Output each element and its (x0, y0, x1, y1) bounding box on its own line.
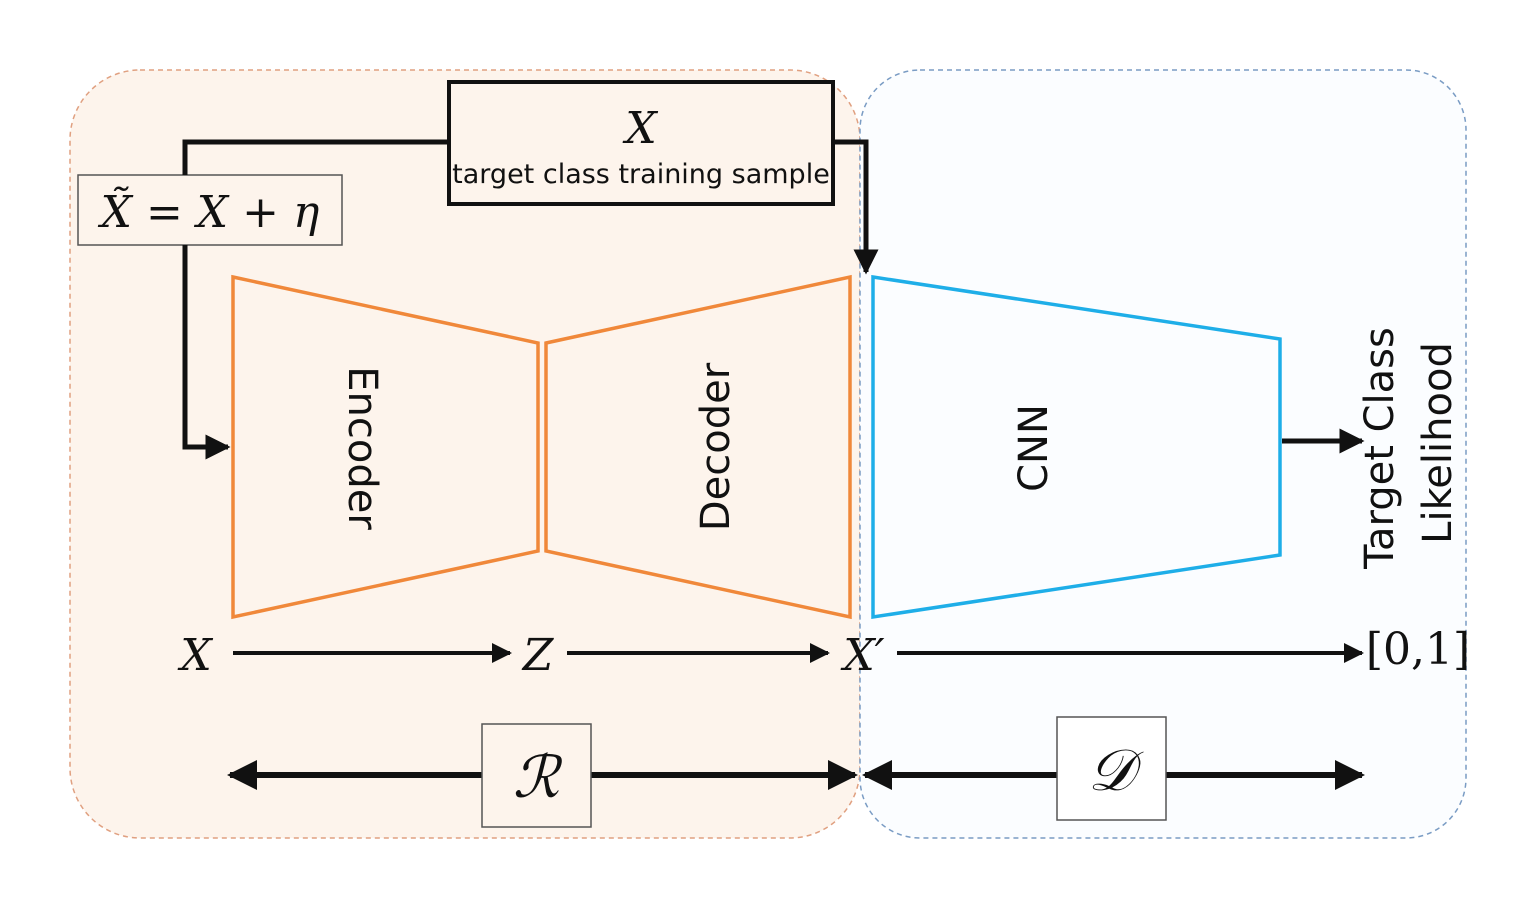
sample-symbol: X (622, 103, 658, 154)
noise-path-top (182, 139, 449, 175)
discriminator-label-box (1056, 716, 1167, 821)
encoder-label: Encoder (339, 366, 385, 530)
cnn-label: CNN (1011, 404, 1057, 492)
reconstructor-label-box (481, 723, 592, 828)
discriminator-region (859, 69, 1467, 839)
flow-output-range: [0,1] (1366, 624, 1470, 675)
output-label-line1: Target Class (1357, 327, 1403, 570)
flow-input-x: X (177, 630, 213, 681)
noise-path-to-encoder (182, 245, 231, 460)
output-label-line2: Likelihood (1415, 342, 1461, 544)
reconstructor-symbol: ℛ (513, 743, 563, 811)
sample-to-cnn-arrow (833, 139, 879, 275)
flow-reconstruction-xprime: X′ (840, 630, 884, 681)
noise-equation: X̃ = X + η (98, 185, 320, 238)
encoder-block (231, 274, 540, 620)
decoder-label: Decoder (693, 362, 739, 531)
flow-latent-z: Z (521, 630, 555, 681)
noise-box (77, 174, 343, 246)
sample-caption: target class training sample (452, 159, 830, 190)
decoder-block (544, 274, 852, 620)
cnn-block (871, 274, 1282, 620)
